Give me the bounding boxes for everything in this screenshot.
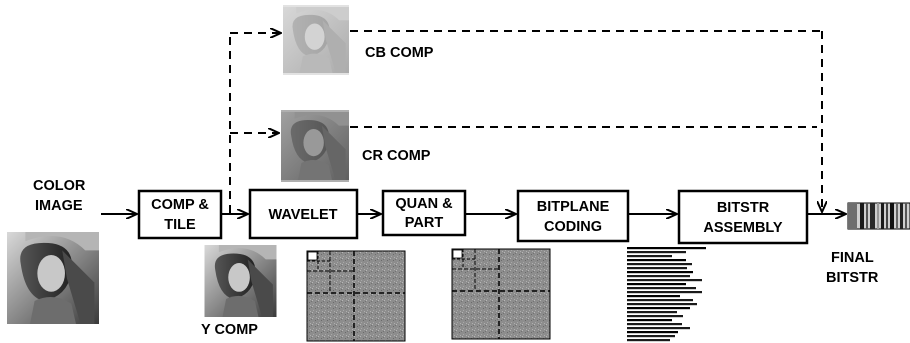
bar-stack-bar xyxy=(627,247,706,250)
bar-stack-bar xyxy=(627,267,687,270)
bar-stack-bar xyxy=(627,291,702,294)
bar-stack-bar xyxy=(627,299,693,302)
bar-stack-bar xyxy=(627,335,675,338)
bar-stack-bar xyxy=(627,271,693,274)
quan-part-block: QUAN & PART xyxy=(381,189,467,237)
cb-comp-thumbnail xyxy=(283,5,349,75)
bar-stack-bar xyxy=(627,331,678,334)
bar-stack-bar xyxy=(627,303,697,306)
bitplane-coding-block: BITPLANE CODING xyxy=(516,189,630,243)
svg-text:CODING: CODING xyxy=(544,219,602,235)
bitstr-assembly-block: BITSTR ASSEMBLY xyxy=(677,189,809,245)
svg-text:BITSTR: BITSTR xyxy=(717,200,770,216)
y-comp-label: Y COMP xyxy=(201,322,258,338)
bar-stack-bar xyxy=(627,327,690,330)
svg-text:ASSEMBLY: ASSEMBLY xyxy=(703,220,783,236)
bar-stack-bar xyxy=(627,275,690,278)
final-bitstr-label: FINAL xyxy=(831,250,874,266)
cr-comp-thumbnail xyxy=(281,110,349,182)
bar-stack-bar xyxy=(627,263,692,266)
bar-stack-bar xyxy=(627,255,672,258)
quantized-subbands-panel xyxy=(451,248,551,340)
svg-text:BITPLANE: BITPLANE xyxy=(537,199,610,215)
comp-tile-block: COMP & TILE xyxy=(137,189,223,240)
svg-text:TILE: TILE xyxy=(164,217,196,233)
bar-stack-bar xyxy=(627,287,696,290)
cr-comp-label: CR COMP xyxy=(362,148,431,164)
bar-stack-bar xyxy=(627,319,672,322)
bar-stack-bar xyxy=(627,283,686,286)
bar-stack-bar xyxy=(627,251,686,254)
y-comp-thumbnail xyxy=(204,245,277,317)
svg-text:PART: PART xyxy=(405,215,444,231)
bar-stack-bar xyxy=(627,323,682,326)
wavelet-block: WAVELET xyxy=(248,188,359,240)
bar-stack-bar xyxy=(627,311,677,314)
cb-comp-label: CB COMP xyxy=(365,45,434,61)
bar-stack-bar xyxy=(627,295,680,298)
final-bitstream-strip xyxy=(847,202,910,230)
svg-text:WAVELET: WAVELET xyxy=(268,207,337,223)
color-image-label: IMAGE xyxy=(35,198,83,214)
color-image-thumbnail xyxy=(7,232,99,324)
bar-stack-bar xyxy=(627,279,702,282)
wavelet-subbands-panel xyxy=(306,250,406,342)
svg-text:COMP &: COMP & xyxy=(151,197,209,213)
color-image-label: COLOR xyxy=(33,178,86,194)
svg-text:QUAN &: QUAN & xyxy=(395,196,453,212)
dashed-chroma-arrows xyxy=(229,31,822,213)
bar-stack-bar xyxy=(627,307,690,310)
bar-stack-bar xyxy=(627,315,683,318)
bar-stack-bar xyxy=(627,259,686,262)
bar-stack-bar xyxy=(627,339,670,342)
bitplane-bar-stack xyxy=(627,247,706,342)
final-bitstr-label: BITSTR xyxy=(826,270,879,286)
